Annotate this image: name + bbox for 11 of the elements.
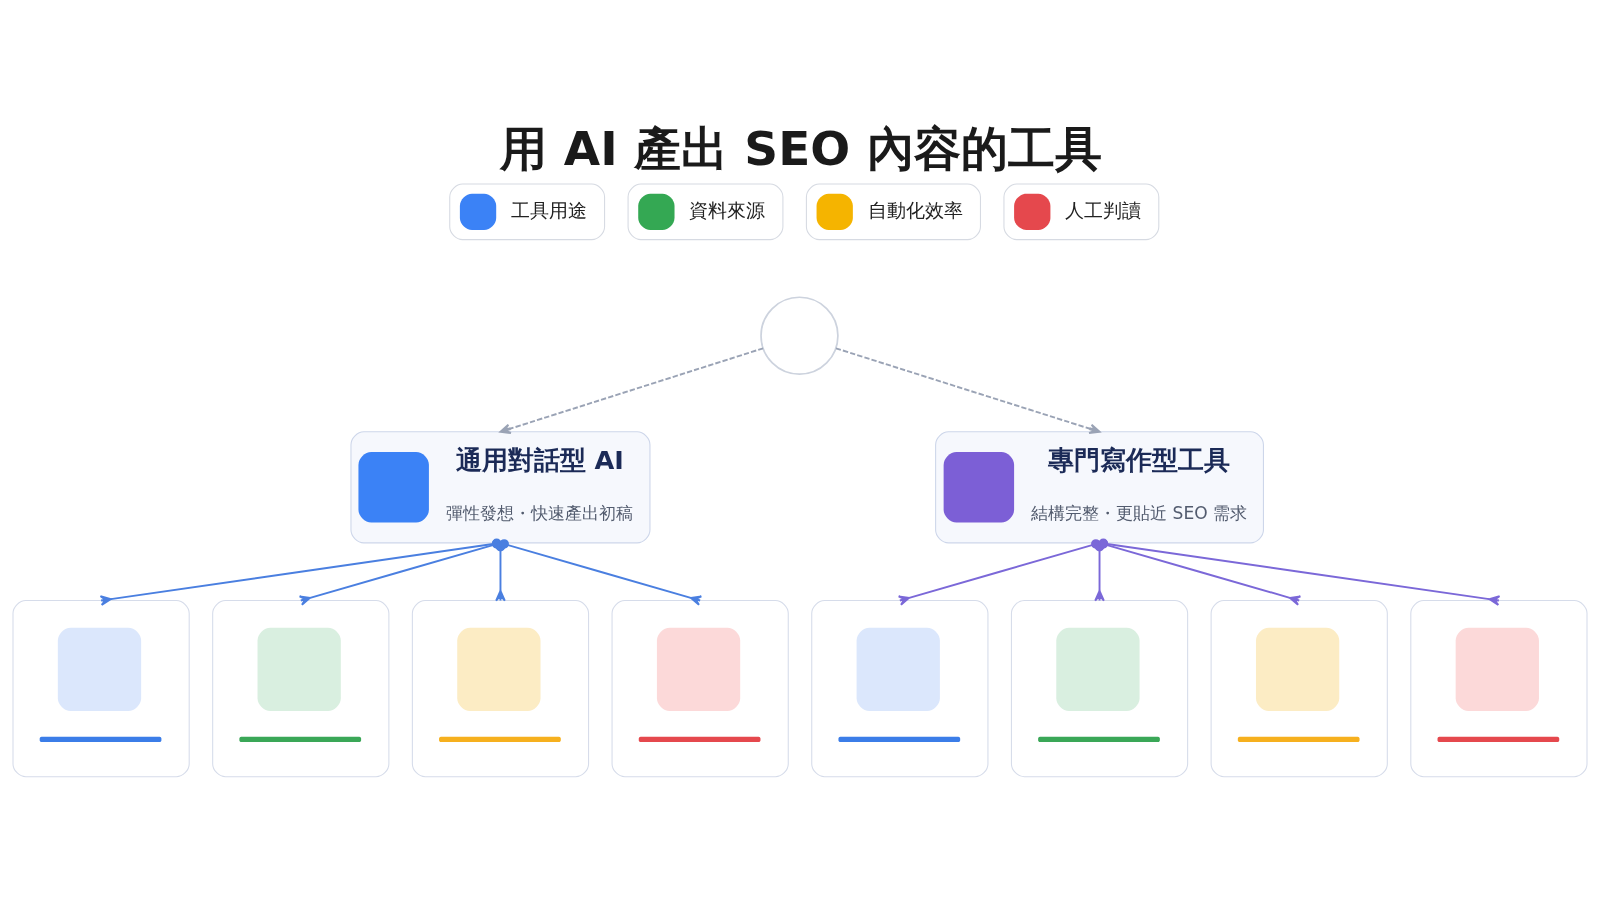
legend-label: 人工判讀 (1065, 198, 1142, 222)
arrow (835, 346, 1101, 434)
legend-label: 資料來源 (689, 198, 766, 222)
connector (499, 538, 703, 606)
diagram-title: 用 AI 產出 SEO 內容的工具 (500, 120, 1102, 176)
arrow (499, 346, 765, 434)
legend-label: 自動化效率 (867, 198, 963, 222)
connector (1098, 538, 1302, 606)
legend-label: 工具用途 (511, 198, 588, 222)
connector (1098, 538, 1501, 606)
node-circle (760, 295, 839, 375)
